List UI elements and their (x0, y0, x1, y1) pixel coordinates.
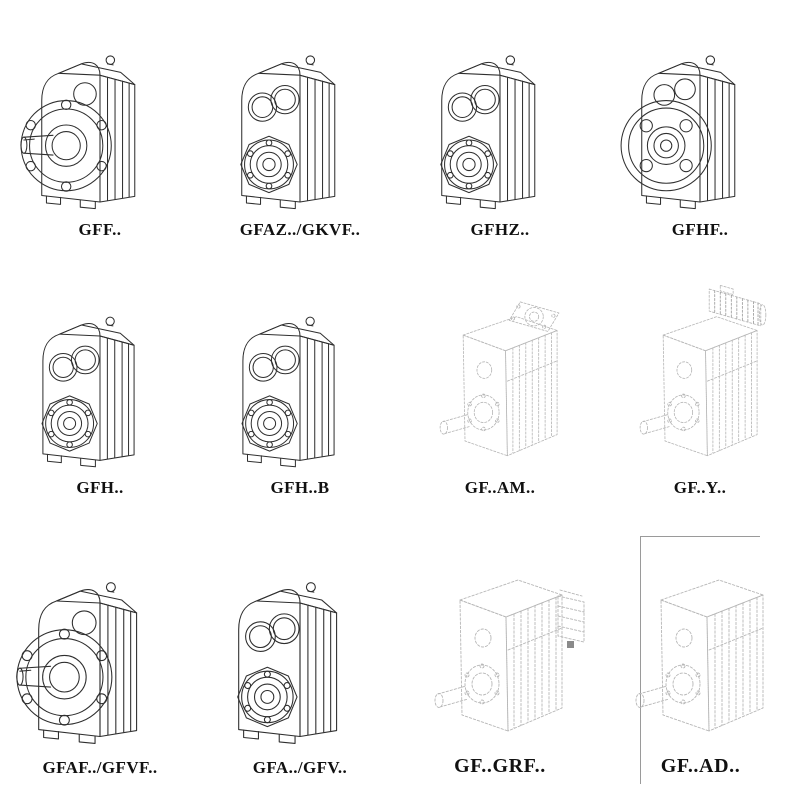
catalog-cell: GF..GRF.. (440, 536, 560, 784)
model-label: GF..GRF.. (454, 755, 546, 777)
gearbox-motor-flange-adapter-drawing (406, 278, 594, 476)
gearbox-hollow-shaft-drawing (11, 278, 189, 476)
model-label: GFHF.. (671, 220, 729, 239)
catalog-cell: GFAF../GFVF.. (40, 536, 160, 784)
model-label: GFH.. (76, 478, 124, 497)
model-label: GF..AD.. (660, 755, 741, 777)
gearbox-hollow-shaft-drawing (411, 16, 589, 218)
model-label: GFAZ../GKVF.. (239, 220, 361, 239)
gearbox-flange-hollow-drawing (611, 16, 789, 218)
catalog-cell: GFHF.. (640, 16, 760, 246)
catalog-cell: GFH.. (40, 278, 160, 504)
catalog-cell: GFAZ../GKVF.. (240, 16, 360, 246)
gearbox-gearmotor-adapter-drawing (405, 538, 595, 753)
catalog-cell: GFF.. (40, 16, 160, 246)
model-label: GFH..B (270, 478, 330, 497)
catalog-cell: GF..AD.. (640, 536, 760, 784)
model-label: GFF.. (78, 220, 122, 239)
gearbox-hollow-shaft-drawing (211, 538, 389, 756)
catalog-cell: GF..AM.. (440, 278, 560, 504)
model-label: GF..AM.. (464, 478, 536, 497)
model-label: GFA../GFV.. (252, 758, 348, 777)
catalog-cell: GFH..B (240, 278, 360, 504)
gearbox-hollow-shaft-drawing (211, 16, 389, 218)
model-label: GF..Y.. (673, 478, 727, 497)
catalog-cell: GFHZ.. (440, 16, 560, 246)
model-label: GFAF../GFVF.. (42, 758, 158, 777)
catalog-cell: GFA../GFV.. (240, 536, 360, 784)
gearbox-with-motor-drawing (606, 278, 794, 476)
gearbox-input-adapter-drawing (606, 538, 796, 753)
model-label: GFHZ.. (470, 220, 530, 239)
gearbox-hollow-shaft-foot-drawing (211, 278, 389, 476)
gearbox-solid-shaft-flange-drawing (11, 538, 189, 756)
catalog-cell: GF..Y.. (640, 278, 760, 504)
gearbox-solid-shaft-flange-drawing (11, 16, 189, 218)
